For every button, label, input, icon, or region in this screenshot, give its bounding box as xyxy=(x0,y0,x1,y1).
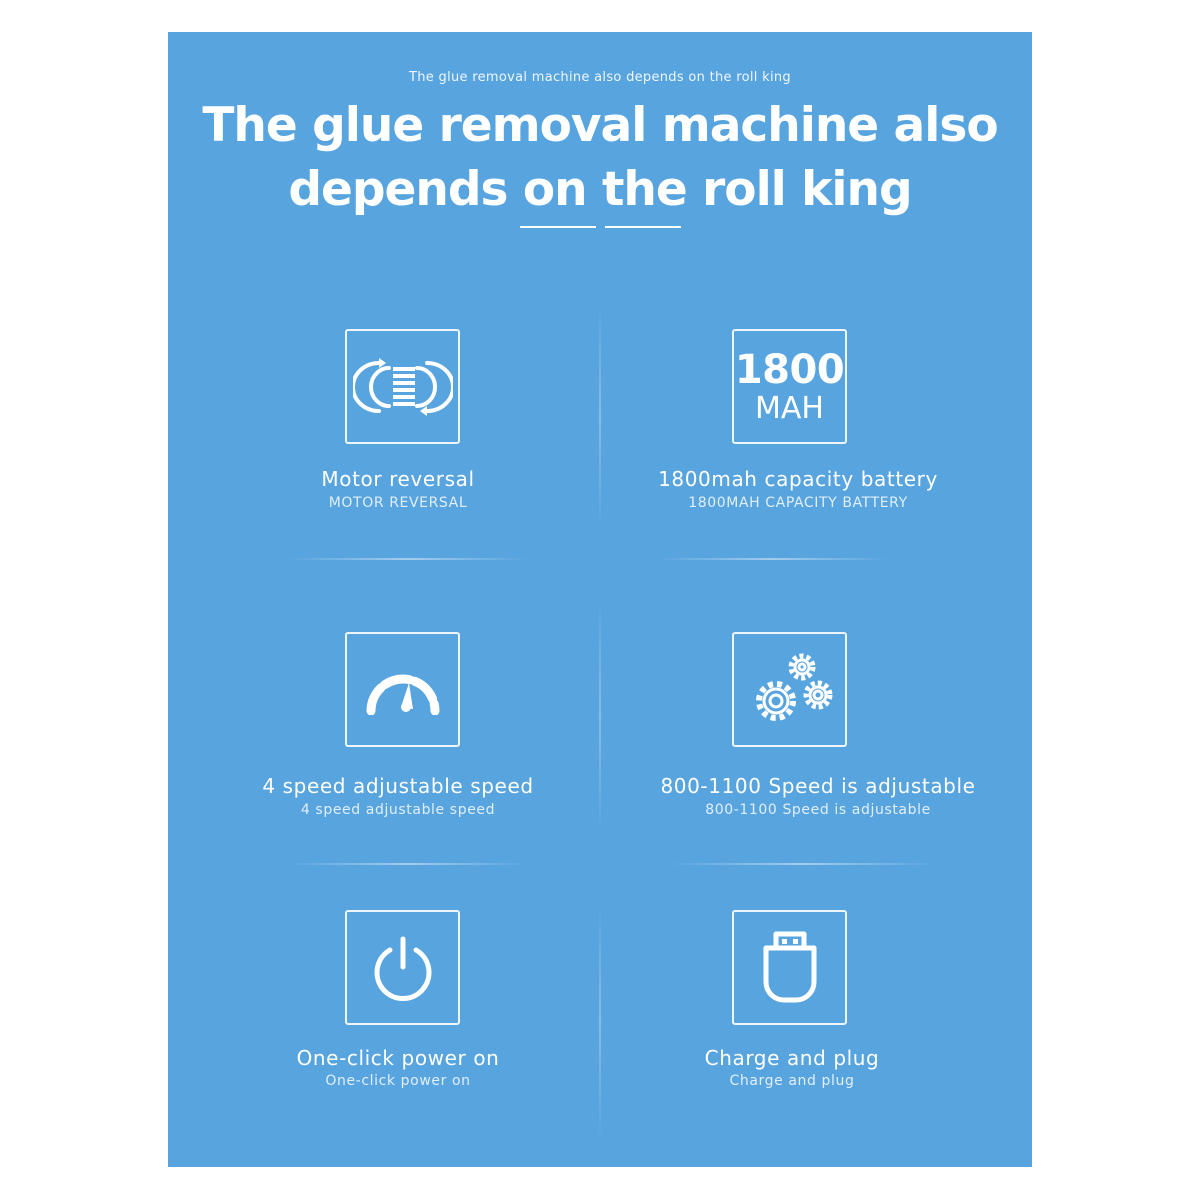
feature-motor-reversal: Motor reversal MOTOR REVERSAL xyxy=(188,329,608,529)
title-underline-right xyxy=(605,226,681,228)
row-divider xyxy=(288,863,528,865)
battery-capacity-number: 1800 xyxy=(734,346,845,393)
battery-capacity-text: 1800 MAH xyxy=(734,346,845,426)
feature-sublabel: Charge and plug xyxy=(729,1073,855,1089)
feature-sublabel: 4 speed adjustable speed xyxy=(300,802,496,818)
feature-sublabel: 1800MAH CAPACITY BATTERY xyxy=(688,495,908,511)
column-divider xyxy=(599,302,601,532)
row-divider xyxy=(668,863,938,865)
feature-sublabel: One-click power on xyxy=(325,1073,471,1089)
feature-panel: The glue removal machine also depends on… xyxy=(168,32,1032,1167)
feature-sublabel: MOTOR REVERSAL xyxy=(328,495,468,511)
title-underline-left xyxy=(520,226,596,228)
row-divider xyxy=(288,558,528,560)
gears-icon xyxy=(732,632,847,747)
page-title: The glue removal machine also depends on… xyxy=(168,94,1032,222)
feature-charge-plug: Charge and plug Charge and plug xyxy=(582,910,1002,1110)
usb-plug-icon xyxy=(732,910,847,1025)
feature-speed-range: 800-1100 Speed is adjustable 800-1100 Sp… xyxy=(608,632,1028,832)
battery-capacity-unit: MAH xyxy=(755,390,824,426)
feature-label: 1800mah capacity battery xyxy=(658,467,938,491)
feature-label: 800-1100 Speed is adjustable xyxy=(660,774,976,798)
title-line-1: The glue removal machine also xyxy=(202,98,998,153)
motor-reversal-icon xyxy=(345,329,460,444)
row-divider xyxy=(658,558,888,560)
power-icon xyxy=(345,910,460,1025)
feature-battery-capacity: 1800 MAH 1800mah capacity battery 1800MA… xyxy=(588,329,1008,529)
battery-capacity-icon: 1800 MAH xyxy=(732,329,847,444)
title-line-2: depends on the roll king xyxy=(288,162,912,217)
feature-label: One-click power on xyxy=(296,1046,500,1070)
feature-label: Motor reversal xyxy=(321,467,475,491)
feature-power-on: One-click power on One-click power on xyxy=(188,910,608,1110)
feature-label: Charge and plug xyxy=(704,1046,880,1070)
feature-sublabel: 800-1100 Speed is adjustable xyxy=(705,802,931,818)
column-divider xyxy=(599,597,601,837)
speedometer-icon xyxy=(345,632,460,747)
feature-four-speed: 4 speed adjustable speed 4 speed adjusta… xyxy=(188,632,608,832)
header-kicker: The glue removal machine also depends on… xyxy=(409,70,791,85)
feature-label: 4 speed adjustable speed xyxy=(262,774,534,798)
column-divider xyxy=(599,902,601,1142)
